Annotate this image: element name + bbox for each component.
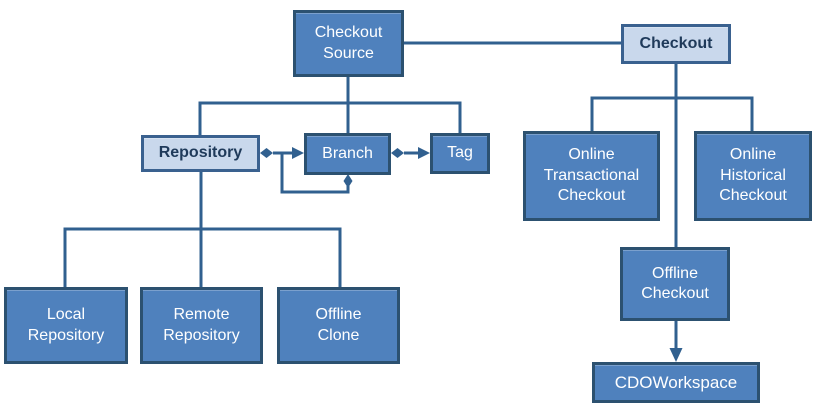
edge-branch-self-loop (280, 153, 350, 194)
node-online-historical-checkout: Online Historical Checkout (694, 131, 812, 221)
node-remote-repository: Remote Repository (140, 287, 263, 364)
diamond-branch-right (391, 148, 404, 158)
node-online-transactional-checkout: Online Transactional Checkout (523, 131, 660, 221)
node-offline-clone: Offline Clone (277, 287, 400, 364)
node-tag: Tag (430, 133, 490, 174)
node-branch: Branch (304, 133, 391, 175)
node-checkout-source: Checkout Source (293, 10, 404, 77)
edge-repository-tree (63, 172, 342, 287)
diamond-repository (260, 148, 273, 158)
arrowhead-into-cdoworkspace (669, 348, 683, 362)
edge-checkout-tree (590, 63, 754, 247)
diamond-branch-bottom (343, 174, 353, 188)
edge-checkoutsource-tree (198, 77, 462, 135)
node-repository: Repository (141, 135, 260, 172)
arrowhead-into-tag (418, 147, 430, 159)
node-cdoworkspace: CDOWorkspace (592, 362, 760, 403)
arrowhead-into-branch (292, 147, 304, 159)
node-offline-checkout: Offline Checkout (620, 247, 730, 321)
node-checkout: Checkout (621, 24, 731, 64)
node-local-repository: Local Repository (4, 287, 128, 364)
